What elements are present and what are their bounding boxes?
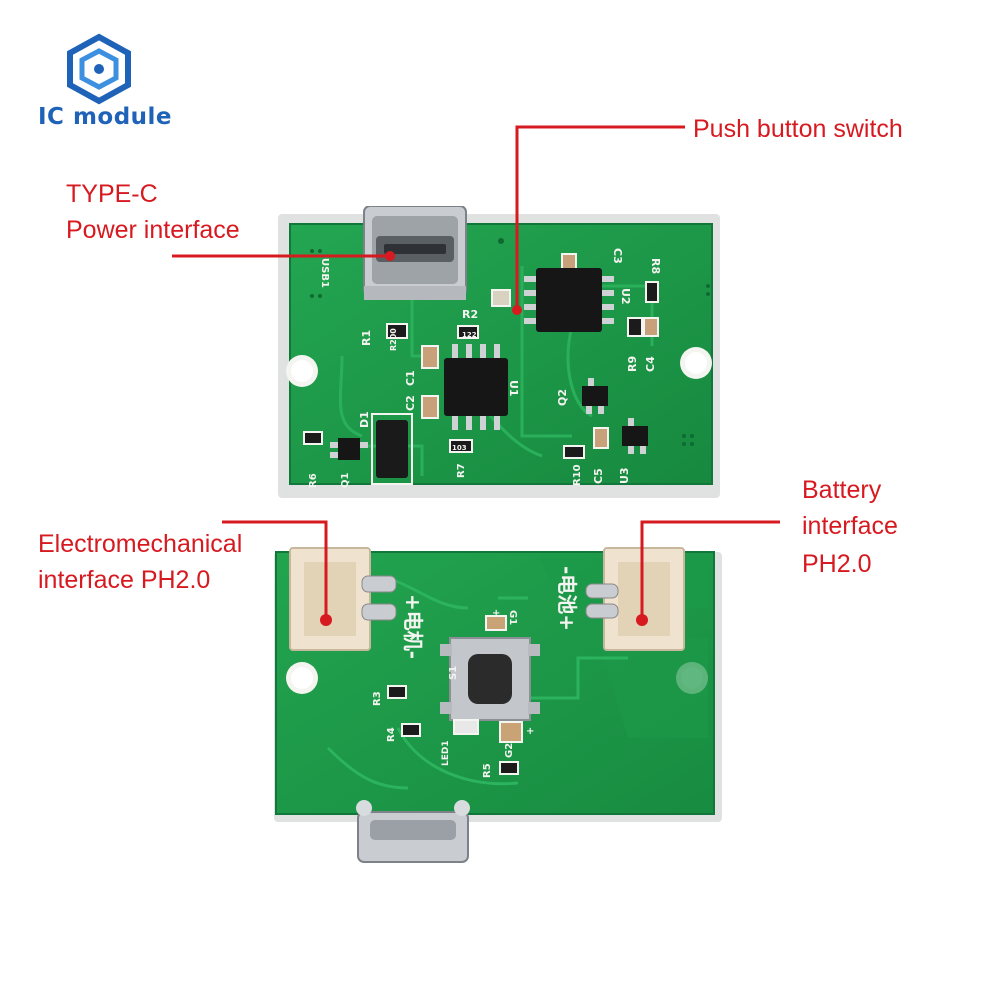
usb-c-connector	[363, 206, 467, 300]
silk-plus-bottom: +	[526, 726, 534, 737]
brand-name: IC module	[38, 104, 173, 130]
silk-u2: U2	[619, 288, 632, 305]
silk-s1: S1	[448, 666, 459, 680]
pcb-bottom-board: +电机- -电池+ G1 + S1 R3 R4 LED1 + G2 R5	[274, 547, 722, 863]
silk-q1: Q1	[340, 472, 351, 488]
callout-typec-line2: Power interface	[66, 216, 240, 244]
silk-r22: 122	[462, 331, 477, 339]
pcb-top-board: USB1	[278, 206, 720, 498]
chip-u2	[524, 268, 614, 332]
silk-led1: LED1	[441, 740, 451, 766]
silk-u3: U3	[618, 467, 631, 484]
silk-c2: C2	[404, 395, 417, 411]
callout-motor-line2: interface PH2.0	[38, 566, 211, 594]
silk-r7-value: 103	[452, 444, 467, 452]
callout-motor-line1: Electromechanical	[38, 530, 243, 558]
silk-r200: R200	[389, 328, 398, 351]
silk-r4: R4	[386, 727, 397, 742]
silk-r1: R1	[360, 330, 373, 346]
silk-d1: D1	[358, 411, 371, 428]
silk-r7: R7	[456, 463, 467, 478]
smd-parts-bottom	[387, 615, 523, 775]
callout-push-button: Push button switch	[693, 115, 903, 143]
silk-c1: C1	[404, 370, 417, 386]
hexagon-logo-icon	[67, 33, 131, 105]
transistors	[330, 378, 648, 460]
silk-r8: R8	[649, 258, 662, 274]
usb-label: USB1	[319, 258, 330, 288]
silk-r3: R3	[372, 691, 383, 706]
silk-c3: C3	[611, 248, 624, 264]
diode-d1	[371, 413, 413, 485]
silk-c4: C4	[644, 356, 657, 372]
silk-c5: C5	[592, 468, 605, 484]
silk-u1: U1	[507, 380, 520, 397]
silk-q2: Q2	[556, 389, 569, 406]
silk-r6: R6	[308, 473, 319, 488]
callout-typec-line1: TYPE-C	[66, 180, 158, 208]
silk-battery: -电池+	[555, 566, 579, 631]
silk-motor: +电机-	[401, 594, 425, 659]
silk-r9: R9	[626, 356, 639, 372]
silk-r10: R10	[572, 464, 583, 486]
silk-plus-top: +	[492, 608, 500, 619]
silk-r5: R5	[482, 763, 493, 778]
chip-u1	[444, 344, 508, 430]
silk-g1: G1	[507, 610, 518, 625]
callout-battery-line2: interface	[802, 512, 898, 540]
silk-r2: R2	[462, 308, 478, 321]
silk-g2: G2	[504, 743, 515, 758]
callout-battery-line1: Battery	[802, 476, 882, 504]
callout-battery-line3: PH2.0	[802, 550, 872, 578]
push-button-s1	[440, 637, 540, 721]
usb-c-connector-bottom	[356, 800, 470, 863]
